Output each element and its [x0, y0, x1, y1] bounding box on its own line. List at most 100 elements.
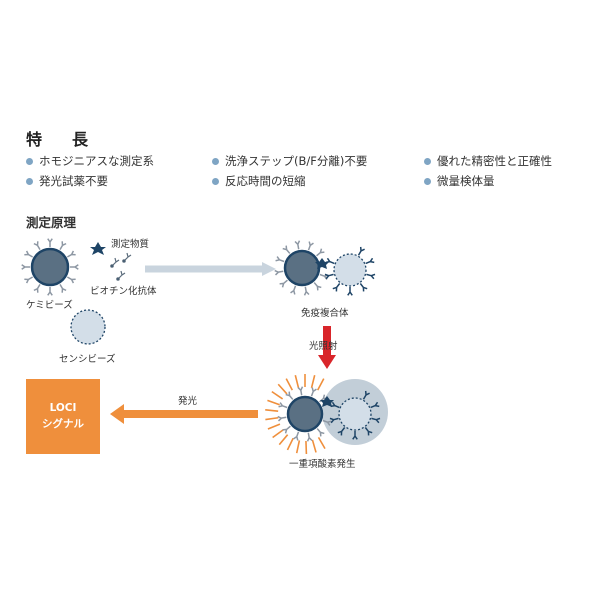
- antibody-icon: [359, 283, 368, 292]
- antibody-icon: [347, 287, 353, 296]
- antibody-icon: [329, 417, 339, 424]
- chemibead: [30, 247, 70, 287]
- irradiation-label: 光照射: [309, 341, 338, 352]
- light-rays: [265, 374, 326, 455]
- antibody-icon: [278, 402, 288, 409]
- antibody-icon: [47, 238, 53, 247]
- biotin-antibody-label: ビオチン化抗体: [90, 286, 157, 297]
- immune-complex-label: 免疫複合体: [301, 308, 349, 319]
- antibody-group: [329, 390, 381, 440]
- antibody-icon: [59, 283, 67, 293]
- antibody-icon: [47, 287, 53, 296]
- antibody-icon: [307, 241, 314, 251]
- antibody-icon: [303, 286, 310, 296]
- antibody-icon: [290, 285, 297, 295]
- antibody-icon: [316, 248, 325, 257]
- luminescence-arrow-shaft: [122, 410, 258, 418]
- principle-title: 測定原理: [26, 215, 77, 230]
- antibody-icon: [66, 250, 76, 258]
- antibody-icon: [277, 415, 287, 422]
- sensibeads-label: センシビーズ: [59, 354, 116, 365]
- analyte-star-icon: [315, 258, 329, 269]
- antibody-icon: [324, 273, 334, 280]
- antibody-icon: [306, 432, 313, 442]
- light-ray: [267, 399, 280, 406]
- antibody-icon: [275, 256, 285, 263]
- antibody-icon: [59, 241, 67, 251]
- antibody-icon: [70, 264, 79, 270]
- light-ray: [271, 390, 284, 400]
- antibody-icon: [285, 391, 294, 400]
- feature-item: ホモジニアスな測定系: [26, 153, 154, 169]
- antibody-group: [277, 386, 332, 442]
- antibody-icon: [294, 240, 301, 250]
- antibody-icon: [362, 390, 370, 400]
- antibody-icon: [33, 283, 41, 293]
- luminescence-arrow-head: [110, 404, 124, 424]
- bullet-icon: [424, 157, 431, 165]
- chemibeads-label: ケミビーズ: [26, 300, 73, 311]
- feature-item: 微量検体量: [424, 173, 495, 189]
- antibody-icon: [357, 246, 365, 256]
- singlet-oxygen-label: 一重項酸素発生: [289, 459, 356, 470]
- feature-item: 発光試薬不要: [26, 173, 108, 189]
- antibody-icon: [316, 428, 325, 437]
- light-ray: [265, 409, 279, 412]
- feature-item: 反応時間の短縮: [212, 173, 306, 189]
- antibody-icon: [313, 282, 322, 291]
- loci-title: LOCI: [49, 402, 77, 415]
- antibody-icon: [33, 241, 41, 251]
- light-ray: [285, 378, 294, 391]
- antibody-icon: [274, 269, 284, 276]
- antibody-icon: [352, 431, 358, 440]
- antibody-icon: [282, 245, 291, 254]
- antibody-group: [324, 246, 376, 296]
- irradiation-arrow-shaft: [323, 326, 331, 356]
- antibody-icon: [332, 283, 341, 292]
- antibody-icon: [337, 427, 346, 436]
- antibody-icon: [371, 417, 381, 424]
- biotin-antibody-icons: [110, 252, 132, 281]
- light-ray: [295, 440, 301, 454]
- analyte-label: 測定物質: [111, 239, 150, 250]
- reaction-arrow-head: [262, 262, 276, 276]
- antibody-icon: [66, 276, 76, 284]
- light-ray: [278, 434, 289, 446]
- signal-chemibead: [286, 395, 324, 433]
- antibody-icon: [364, 427, 373, 436]
- signal-sensibead: [338, 397, 372, 431]
- irradiation-arrow-head: [318, 355, 336, 369]
- antibody-icon: [297, 386, 304, 396]
- analyte-star-icon: [320, 396, 334, 407]
- light-ray: [311, 439, 317, 453]
- antibody-icon: [370, 401, 380, 409]
- antibody-icon: [24, 250, 34, 258]
- complex-sensibead: [333, 253, 367, 287]
- antibody-icon: [21, 264, 30, 270]
- antibody-icon: [279, 279, 288, 288]
- light-ray: [272, 429, 284, 439]
- light-ray: [277, 383, 288, 395]
- bullet-icon: [26, 177, 33, 185]
- luminescence-label: 発光: [178, 396, 198, 407]
- antibody-icon: [293, 431, 300, 441]
- features-title: 特長: [26, 130, 91, 149]
- feature-item: 洗浄ステップ(B/F分離)不要: [212, 153, 367, 169]
- analyte-star-icon: [90, 242, 106, 255]
- bullet-icon: [212, 177, 219, 185]
- light-ray: [310, 374, 316, 388]
- antibody-group: [21, 238, 79, 296]
- antibody-icon: [322, 419, 332, 426]
- antibody-icon: [310, 387, 317, 397]
- antibody-icon: [282, 425, 291, 434]
- feature-item: 優れた精密性と正確性: [424, 153, 552, 169]
- light-ray: [267, 423, 281, 430]
- loci-subtitle: シグナル: [42, 417, 84, 430]
- bullet-icon: [424, 177, 431, 185]
- light-ray: [265, 416, 279, 421]
- light-ray: [316, 378, 325, 391]
- sensibead: [70, 309, 106, 345]
- light-ray: [286, 437, 294, 451]
- complex-chemibead: [283, 249, 321, 287]
